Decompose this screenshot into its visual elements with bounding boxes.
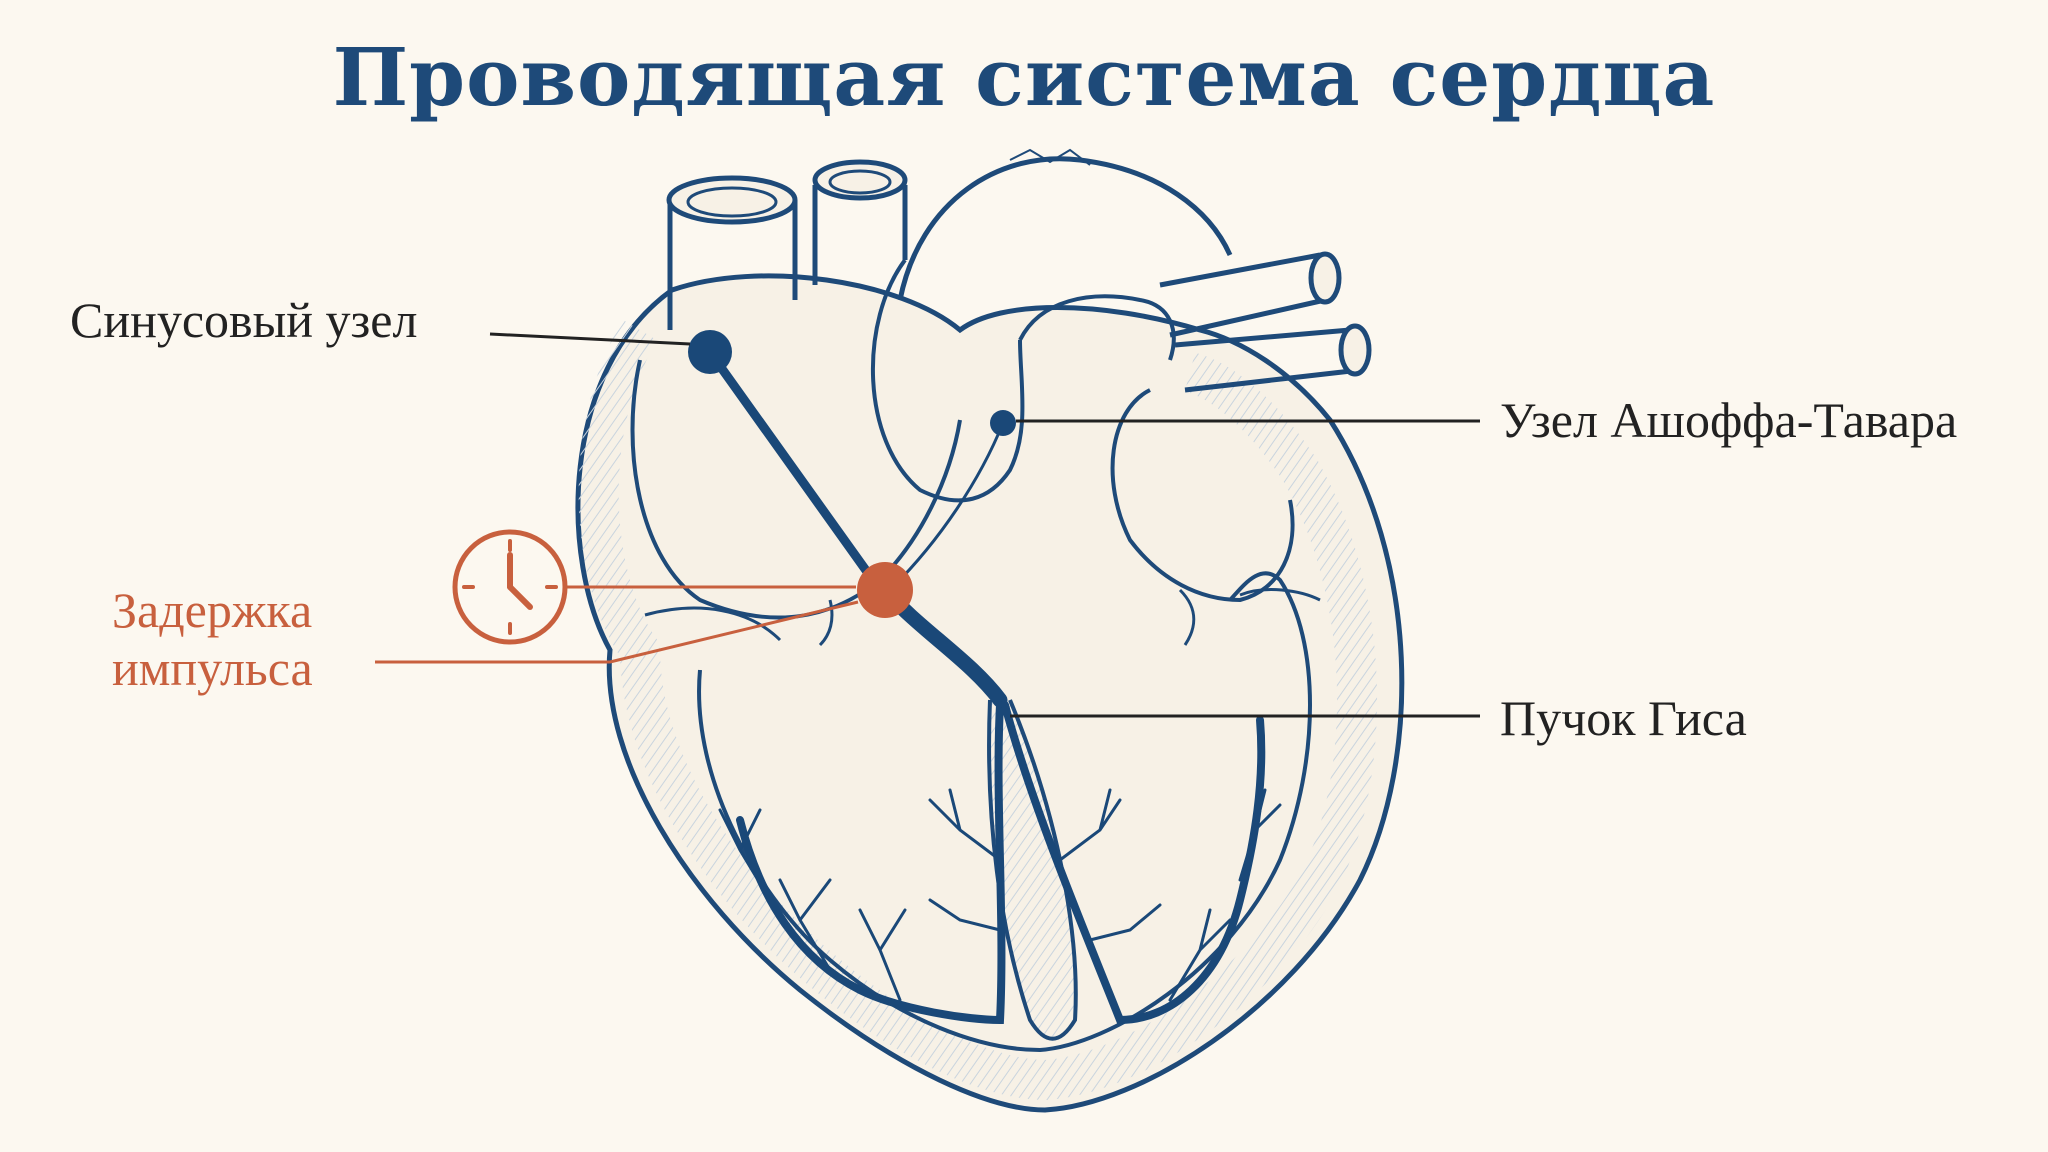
delay-leader-lower: [375, 600, 859, 664]
left-bundle-branch: [736, 701, 1006, 1025]
page-title: Проводящая система сердца: [332, 30, 1716, 124]
his-bundle-label: Пучок Гиса: [1500, 690, 1747, 746]
av-node-label: Узел Ашоффа-Тавара: [1500, 392, 1958, 448]
sinus-leader: [489, 332, 691, 346]
delay-node: [857, 562, 913, 618]
purkinje-fibers-left: [718, 788, 1002, 1002]
av-node: [990, 410, 1016, 436]
sinus-node: [688, 330, 732, 374]
purkinje-fibers-right: [1058, 788, 1282, 1002]
impulse-delay-label-line2: импульса: [112, 639, 313, 696]
atria: [630, 359, 1321, 647]
vessels: [666, 148, 1372, 503]
internodal-pathway: [705, 347, 885, 595]
impulse-delay-label-line1: Задержка: [112, 582, 313, 638]
clock-icon: [452, 529, 568, 645]
impulse-delay-label: Задержка импульса: [112, 582, 313, 697]
av-connection: [890, 422, 1005, 590]
leader-lines: [375, 332, 1480, 718]
conduction-system: [688, 330, 1282, 1025]
sinus-node-label: Синусовый узел: [70, 292, 418, 348]
